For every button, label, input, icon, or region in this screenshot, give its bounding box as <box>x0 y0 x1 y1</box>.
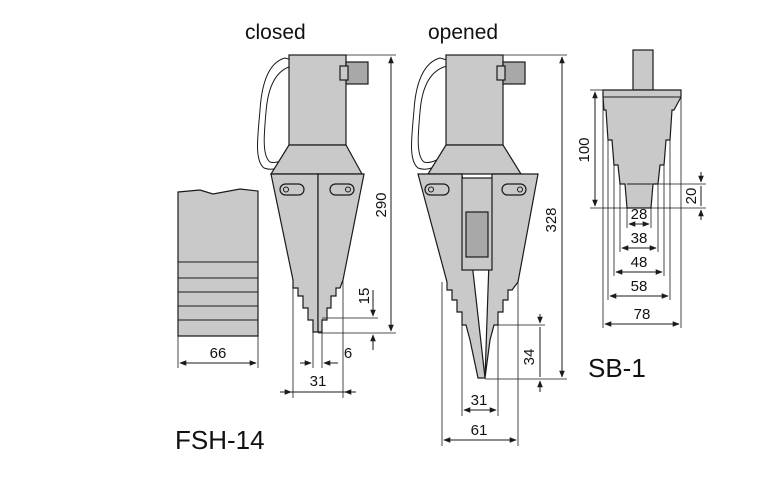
model-label-fsh14: FSH-14 <box>175 425 265 455</box>
dim-closed-tip-width: 6 <box>344 345 352 362</box>
dim-sb-w5: 78 <box>634 306 651 323</box>
dim-opened-height: 328 <box>543 207 560 232</box>
dim-sb-height: 100 <box>576 137 593 162</box>
dim-sb-w3: 48 <box>631 254 648 271</box>
opened-label: opened <box>428 21 498 44</box>
sb1-tool <box>590 49 706 328</box>
closed-label: closed <box>245 21 306 44</box>
dim-sb-w1: 28 <box>631 206 648 223</box>
dim-sb-w2: 38 <box>631 230 648 247</box>
dim-closed-height: 290 <box>373 192 390 217</box>
dim-closed-width: 31 <box>310 373 327 390</box>
dim-closed-tip-height: 15 <box>356 288 373 305</box>
closed-tool <box>257 54 396 398</box>
jaw-block <box>177 188 259 368</box>
dim-sb-w4: 58 <box>631 278 648 295</box>
opened-tool <box>411 54 567 446</box>
dim-opened-tip-height: 34 <box>521 349 538 366</box>
dim-opened-inner-width: 31 <box>471 392 488 409</box>
dim-sb-step: 20 <box>683 188 700 205</box>
dim-block-width: 66 <box>210 345 227 362</box>
dim-opened-outer-width: 61 <box>471 422 488 439</box>
model-label-sb1: SB-1 <box>588 353 646 383</box>
